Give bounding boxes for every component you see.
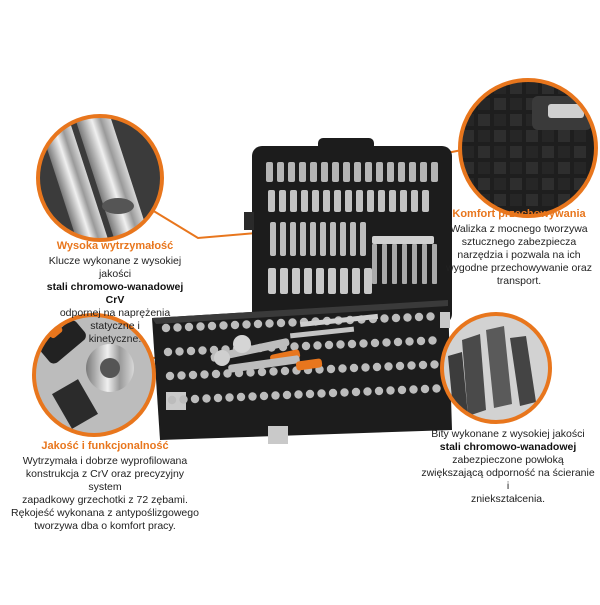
storage-detail-image [458,78,598,218]
quality-line-4: Rękojeść wykonana z antypoślizgowego [11,507,199,519]
quality-callout: Jakość i funkcjonalność Wytrzymała i dob… [10,440,200,533]
base-sockets [161,312,441,405]
lid-sockets [266,162,438,294]
bits-line-4: zwiększającą odporność na ścieranie i [421,467,595,492]
bits-line-3: zabezpieczone powłoką [452,454,564,466]
ratchets [210,313,379,373]
strength-line-1: Klucze wykonane z wysokiej jakości [48,255,182,280]
bits-line-2: stali chromowo-wanadowej [439,441,577,453]
storage-line-1: Walizka z mocnego tworzywa [450,223,588,235]
strength-callout: Wysoka wytrzymałość Klucze wykonane z wy… [40,240,190,346]
storage-line-2: sztucznego zabezpiecza [461,236,577,248]
strength-detail-image [36,114,164,242]
storage-callout: Komfort przechowywania Walizka z mocnego… [444,208,594,288]
strength-line-2: stali chromowo-wanadowej CrV [46,281,184,306]
bits-line-5: zniekształcenia. [470,493,546,505]
storage-line-3: narzędzia i pozwala na ich [457,249,581,261]
storage-line-5: transport. [496,275,542,287]
quality-title: Jakość i funkcjonalność [41,440,169,452]
quality-line-1: Wytrzymała i dobrze wyprofilowana [22,455,188,467]
strength-title: Wysoka wytrzymałość [56,240,174,252]
quality-detail-image [32,313,156,437]
bits-callout: Bity wykonane z wysokiej jakości stali c… [420,428,596,506]
bits-detail-image [440,312,552,424]
bits-line-1: Bity wykonane z wysokiej jakości [431,428,585,440]
quality-line-5: tworzywa dba o komfort pracy. [34,520,176,532]
strength-line-3: odpornej na naprężenia statyczne i [59,307,171,332]
storage-title: Komfort przechowywania [452,208,586,220]
strength-line-4: kinetyczne. [88,333,142,345]
storage-line-4: wygodne przechowywanie oraz [446,262,592,274]
quality-line-2: konstrukcja z CrV oraz precyzyjny system [25,468,185,493]
quality-line-3: zapadkowy grzechotki z 72 zębami. [22,494,188,506]
